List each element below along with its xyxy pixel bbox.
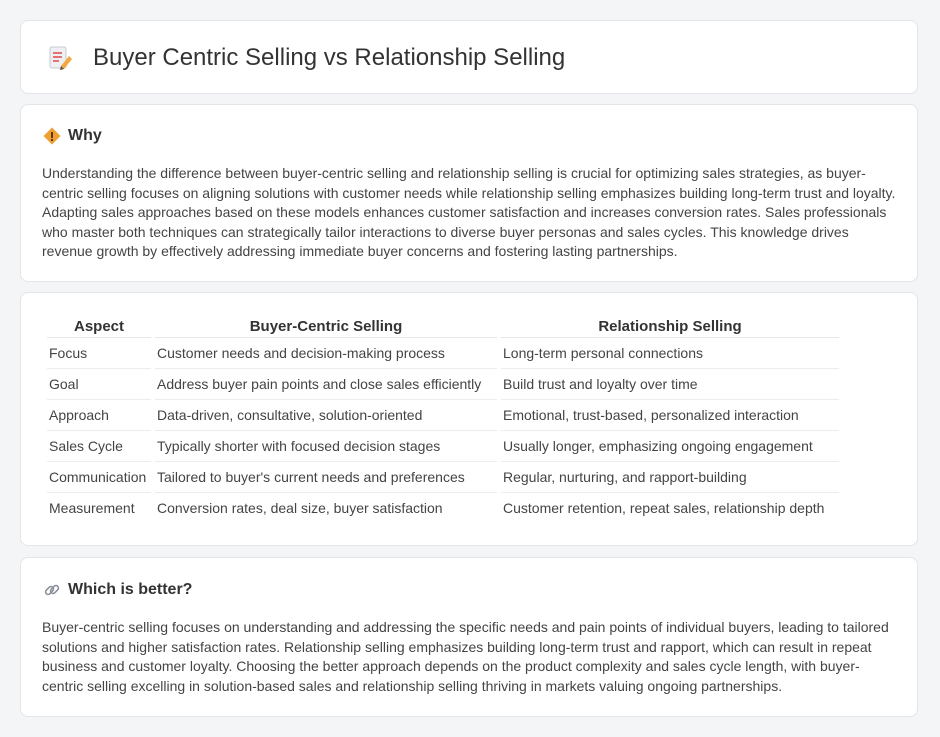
table-row: Approach Data-driven, consultative, solu… bbox=[47, 400, 839, 431]
table-cell: Data-driven, consultative, solution-orie… bbox=[155, 400, 497, 431]
why-section: Why Understanding the difference between… bbox=[20, 104, 918, 282]
table-header-row: Aspect Buyer-Centric Selling Relationshi… bbox=[47, 315, 839, 338]
better-heading: Which is better? bbox=[68, 581, 193, 598]
which-is-better-section: Which is better? Buyer-centric selling f… bbox=[20, 557, 918, 717]
table-cell: Build trust and loyalty over time bbox=[501, 369, 839, 400]
table-cell: Conversion rates, deal size, buyer satis… bbox=[157, 500, 443, 516]
table-row: Sales Cycle Typically shorter with focus… bbox=[47, 431, 839, 462]
table-cell: Regular, nurturing, and rapport-building bbox=[501, 462, 839, 493]
comparison-table: Aspect Buyer-Centric Selling Relationshi… bbox=[43, 315, 843, 523]
table-cell: Focus bbox=[47, 338, 151, 369]
table-cell: Measurement bbox=[49, 500, 135, 516]
table-cell: Customer retention, repeat sales, relati… bbox=[503, 500, 825, 516]
link-icon bbox=[44, 584, 60, 596]
table-row: Focus Customer needs and decision-making… bbox=[47, 338, 839, 369]
why-paragraph: Understanding the difference between buy… bbox=[42, 165, 896, 259]
table-row: Goal Address buyer pain points and close… bbox=[47, 369, 839, 400]
title-card: Buyer Centric Selling vs Relationship Se… bbox=[20, 20, 918, 94]
better-paragraph: Buyer-centric selling focuses on underst… bbox=[42, 619, 889, 694]
table-cell: Customer needs and decision-making proce… bbox=[155, 338, 497, 369]
table-cell: Usually longer, emphasizing ongoing enga… bbox=[501, 431, 839, 462]
column-header: Aspect bbox=[47, 315, 151, 338]
document-pencil-icon bbox=[49, 46, 72, 70]
column-header: Relationship Selling bbox=[501, 315, 839, 338]
table-cell: Communication bbox=[47, 462, 151, 493]
warning-sign-icon bbox=[43, 127, 61, 145]
table-row: Measurement Conversion rates, deal size,… bbox=[47, 493, 839, 523]
why-heading: Why bbox=[68, 127, 102, 144]
table-row: Communication Tailored to buyer's curren… bbox=[47, 462, 839, 493]
page-title: Buyer Centric Selling vs Relationship Se… bbox=[93, 44, 566, 71]
table-cell: Goal bbox=[47, 369, 151, 400]
table-cell: Typically shorter with focused decision … bbox=[155, 431, 497, 462]
table-cell: Long-term personal connections bbox=[501, 338, 839, 369]
column-header: Buyer-Centric Selling bbox=[155, 315, 497, 338]
table-cell: Sales Cycle bbox=[47, 431, 151, 462]
table-cell: Address buyer pain points and close sale… bbox=[155, 369, 497, 400]
comparison-section: Aspect Buyer-Centric Selling Relationshi… bbox=[20, 292, 918, 546]
table-cell: Emotional, trust-based, personalized int… bbox=[501, 400, 839, 431]
table-cell: Approach bbox=[47, 400, 151, 431]
table-cell: Tailored to buyer's current needs and pr… bbox=[155, 462, 497, 493]
